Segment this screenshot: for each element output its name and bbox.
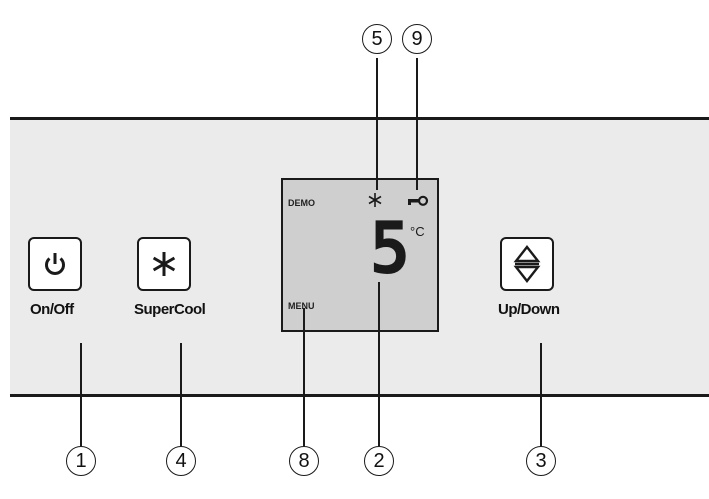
supercool-button[interactable] bbox=[137, 237, 191, 291]
menu-indicator: MENU bbox=[288, 301, 315, 311]
leader-line-1 bbox=[80, 343, 82, 446]
up-down-label: Up/Down bbox=[498, 301, 560, 318]
callout-4: 4 bbox=[166, 446, 196, 476]
on-off-label: On/Off bbox=[30, 301, 74, 318]
on-off-button[interactable] bbox=[28, 237, 82, 291]
temperature-display: DEMO MENU 5 °C bbox=[281, 178, 439, 332]
leader-line-5 bbox=[376, 58, 378, 190]
power-icon bbox=[45, 253, 65, 275]
leader-line-4 bbox=[180, 343, 182, 446]
demo-indicator: DEMO bbox=[288, 198, 315, 208]
supercool-label: SuperCool bbox=[134, 301, 206, 318]
callout-5: 5 bbox=[362, 24, 392, 54]
callout-3: 3 bbox=[526, 446, 556, 476]
leader-line-9 bbox=[416, 58, 418, 190]
temperature-digit: 5 bbox=[369, 206, 411, 290]
celsius-unit: °C bbox=[410, 224, 425, 239]
callout-9: 9 bbox=[402, 24, 432, 54]
up-down-button[interactable] bbox=[500, 237, 554, 291]
display-snowflake-icon bbox=[368, 193, 382, 207]
callout-1: 1 bbox=[66, 446, 96, 476]
leader-line-2 bbox=[378, 282, 380, 446]
callout-8: 8 bbox=[289, 446, 319, 476]
callout-2: 2 bbox=[364, 446, 394, 476]
key-icon bbox=[408, 195, 429, 206]
leader-line-3 bbox=[540, 343, 542, 446]
up-down-arrows-icon bbox=[513, 245, 541, 283]
snowflake-icon bbox=[152, 252, 176, 276]
leader-line-8 bbox=[303, 308, 305, 446]
